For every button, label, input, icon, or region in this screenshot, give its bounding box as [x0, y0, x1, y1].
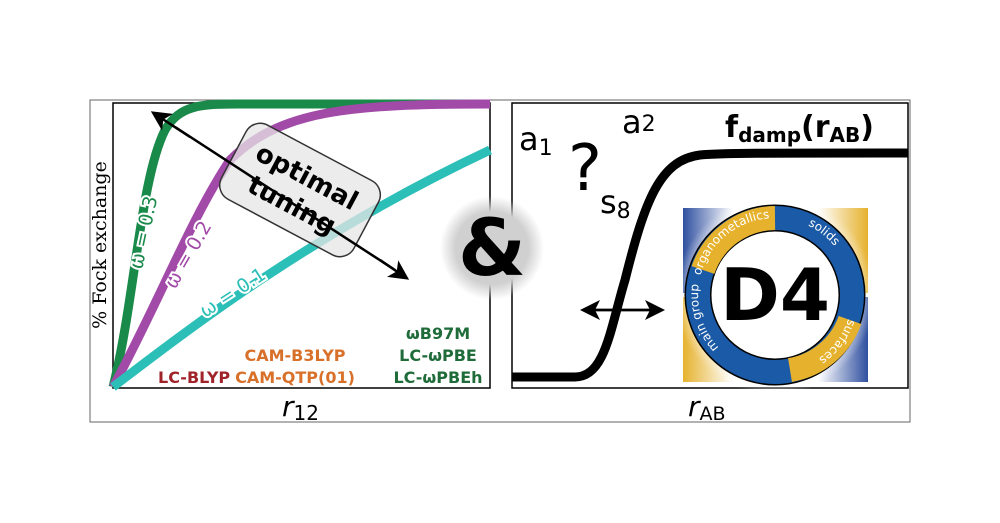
segment-surfaces [787, 315, 862, 382]
tuning-box: optimal tuning [218, 122, 382, 258]
tuning-arrow-head-down [379, 258, 410, 280]
right-plot: main group organometallics solids surfac… [511, 102, 909, 425]
damping-curve [512, 148, 909, 382]
d4-logo: main group organometallics solids surfac… [675, 195, 875, 395]
functional-lc-blyp: LC-BLYP [158, 368, 230, 387]
param-a2: a2 [622, 103, 656, 141]
param-s8: s8 [600, 183, 631, 224]
logo-title: D4 [720, 253, 830, 337]
functional-wb97m: ωB97M [406, 324, 470, 343]
functional-lc-wpbeh: LC-ωPBEh [393, 368, 482, 387]
ampersand: & [458, 204, 526, 294]
question-mark: ? [568, 132, 602, 206]
curve-omega-0.2 [109, 99, 491, 390]
tuning-arrow-line [174, 125, 396, 272]
outer-frame [89, 99, 911, 423]
curve-omega-0.3 [108, 99, 490, 389]
left-plot: ω = 0.3 ω = 0.2 ω = 0.1 optimal tuning L… [89, 99, 492, 425]
ampersand-badge: & [440, 196, 544, 300]
tuning-arrow-head-up [150, 111, 191, 139]
functional-cam-qtp01: CAM-QTP(01) [235, 368, 355, 387]
fdamp-label: fdamp(rAB) [725, 110, 874, 147]
param-a1: a1 [519, 120, 553, 161]
functional-lc-wpbe: LC-ωPBE [399, 346, 477, 365]
left-ylabel: % Fock exchange [89, 161, 111, 329]
functional-cam-b3lyp: CAM-B3LYP [244, 346, 345, 365]
curve-omega-0.1 [110, 145, 492, 391]
left-xlabel: r12 [282, 390, 319, 425]
right-xlabel: rAB [688, 390, 726, 425]
segment-organometallics [691, 206, 776, 275]
